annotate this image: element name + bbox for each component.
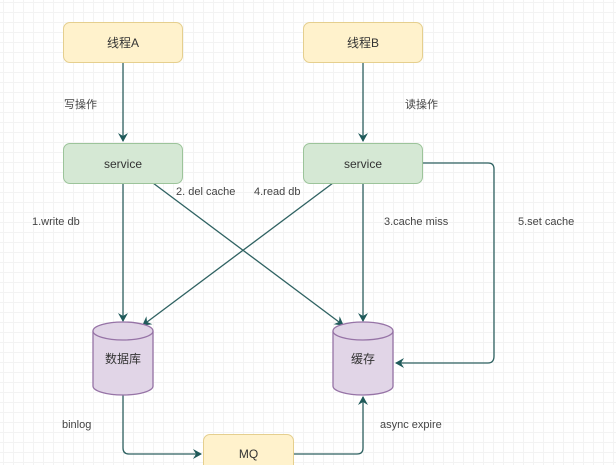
read-db-label: 4.read db [254,186,301,198]
thread-b-node[interactable]: 线程B [303,22,423,63]
del-cache-label: 2. del cache [176,186,236,198]
async-expire-label: async expire [380,419,442,431]
edge-read-db [142,182,334,326]
cache-miss-label: 3.cache miss [384,216,449,228]
service-a-label: service [103,156,142,171]
thread-a-label: 线程A [106,36,139,50]
write-op-label: 写操作 [64,99,97,111]
edge-del-cache [152,182,344,326]
thread-b-label: 线程B [346,36,379,50]
edge-async-expire [293,396,368,455]
service-a-node[interactable]: service [63,143,183,184]
edge-set-cache [395,162,495,368]
mq-node[interactable]: MQ [203,434,294,465]
cache-label: 缓存 [350,352,375,366]
service-b-label: service [343,156,382,171]
database-label: 数据库 [104,352,141,366]
binlog-label: binlog [62,419,92,431]
thread-a-node[interactable]: 线程A [63,22,183,63]
edge-binlog [122,395,202,459]
database-cylinder[interactable] [92,321,154,396]
read-op-label: 读操作 [405,99,438,111]
set-cache-label: 5.set cache [518,216,575,228]
mq-label: MQ [238,447,259,461]
write-db-label: 1.write db [32,216,80,228]
cache-cylinder[interactable] [332,321,394,396]
service-b-node[interactable]: service [303,143,423,184]
